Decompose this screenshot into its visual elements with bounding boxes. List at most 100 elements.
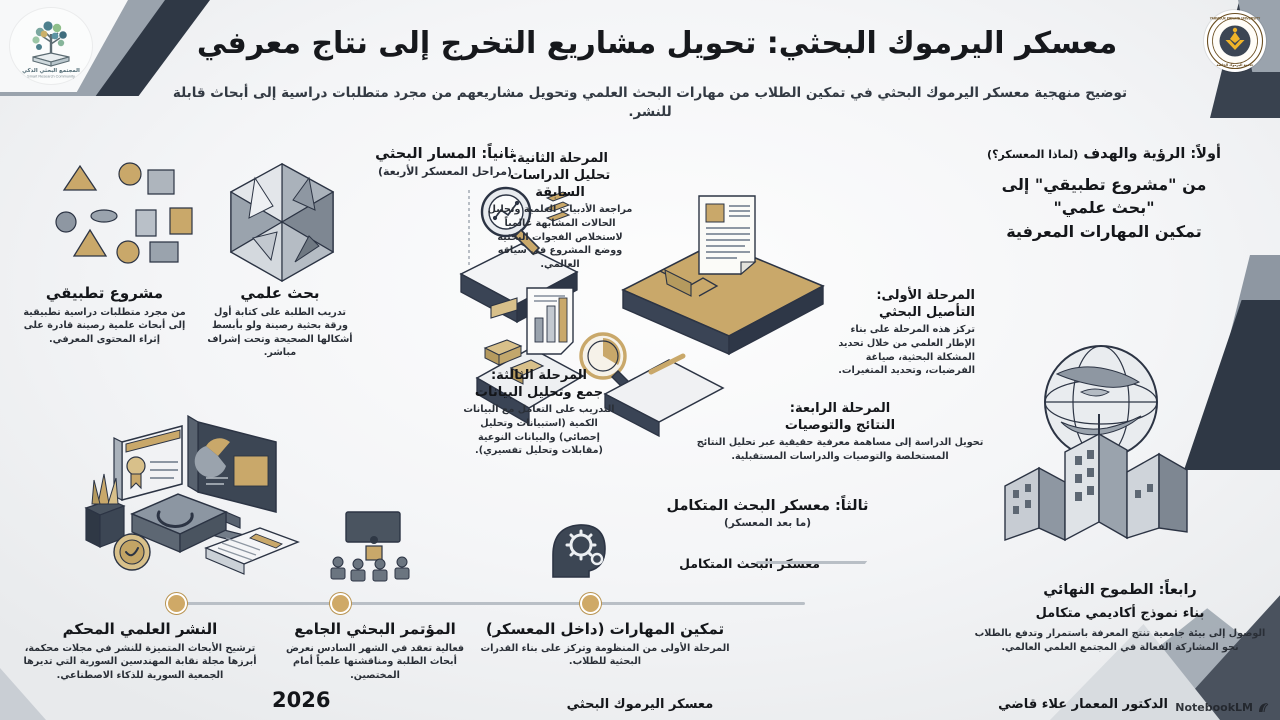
svg-text:Smart Research Community: Smart Research Community	[27, 75, 75, 79]
concept-applied-project-title: مشروع تطبيقي	[45, 284, 164, 302]
stage-1-title-line1: المرحلة الأولى:	[876, 288, 975, 303]
stage-1-block: المرحلة الأولى: التأصيل البحثي تركز هذه …	[823, 287, 975, 378]
medal-icon	[113, 533, 151, 571]
timeline-item-conference-title: المؤتمر البحثي الجامع	[294, 620, 456, 638]
section-final-ambition: رابعاً: الطموح النهائي بناء نموذج أكاديم…	[970, 582, 1270, 655]
shape-triangle	[62, 164, 98, 191]
puzzle-slab-gold	[621, 241, 825, 356]
footer-camp-name: معسكر اليرموك البحثي	[566, 697, 714, 712]
notebooklm-watermark: NotebookLM	[1175, 701, 1270, 714]
stage-4-title-line2: النتائج والتوصيات	[784, 418, 896, 434]
stage-2-block: المرحلة الثانية: تحليل الدراسات السابقة …	[485, 150, 635, 272]
page-title: معسكر اليرموك البحثي: تحويل مشاريع التخر…	[196, 26, 1118, 61]
timeline-graphic	[140, 561, 910, 615]
puzzle-notch	[664, 269, 692, 297]
shape-ellipse	[90, 209, 118, 223]
section-final-ambition-headline: بناء نموذج أكاديمي متكامل	[1035, 606, 1205, 621]
list-bars-gold	[545, 191, 571, 222]
shape-rect-gold	[169, 207, 193, 235]
notebooklm-watermark-text: NotebookLM	[1175, 701, 1253, 714]
shape-circle-gray	[55, 211, 77, 233]
shape-circle	[118, 162, 142, 186]
timeline-item-conference: المؤتمر البحثي الجامع فعالية تعقد في الش…	[280, 620, 470, 682]
section-integrated-camp: ثالثاً: معسكر البحث المتكامل (ما بعد الم…	[635, 498, 900, 529]
timeline-dot-conference[interactable]	[330, 593, 351, 614]
section-vision-kicker: أولاً: الرؤية والهدف (لماذا المعسكر؟)	[954, 146, 1254, 162]
shape-rect	[135, 209, 157, 237]
shape-square	[147, 169, 175, 195]
tree-book-icon: المجتمع البحثي الذكي Smart Research Comm…	[22, 21, 80, 79]
shape-rect-2	[149, 241, 179, 263]
section-vision: أولاً: الرؤية والهدف (لماذا المعسكر؟) من…	[954, 146, 1254, 244]
timeline-label: معسكر البحث المتكامل	[679, 556, 820, 571]
section-research-path-kicker: ثانياً: المسار البحثي	[375, 146, 515, 162]
section-vision-line1: من "مشروع تطبيقي" إلى	[1001, 175, 1207, 194]
podium-icon	[365, 545, 383, 561]
section-vision-line3: تمكين المهارات المعرفية	[1006, 222, 1202, 242]
timeline-item-skills: تمكين المهارات (داخل المعسكر) المرحلة ال…	[470, 620, 740, 669]
slab-data	[475, 347, 585, 426]
pen-cup-icon	[84, 473, 126, 548]
timeline-item-skills-body: المرحلة الأولى من المنظومة وتركز على بنا…	[480, 642, 730, 668]
header: المجتمع البحثي الذكي Smart Research Comm…	[0, 0, 1280, 124]
publication-illustration	[30, 400, 335, 585]
scientific-research-illustration	[215, 160, 350, 285]
stage-3-block: المرحلة الثالثة: جمع وتحليل البيانات الت…	[463, 367, 615, 458]
section-vision-line2: "بحث علمي"	[1053, 197, 1155, 217]
footer-year: 2026	[272, 688, 331, 712]
concept-applied-project: مشروع تطبيقي من مجرد متطلبات دراسية تطبي…	[22, 284, 187, 346]
speaker-icon	[370, 536, 378, 544]
concept-applied-project-body: من مجرد متطلبات دراسية تطبيقية إلى أبحاث…	[23, 306, 186, 345]
stage-1-body: تركز هذه المرحلة على بناء الإطار العلمي …	[838, 324, 975, 377]
stage-3-title-line1: المرحلة الثالثة:	[490, 368, 588, 383]
timeline-line	[175, 602, 805, 605]
paper-icon	[204, 527, 300, 575]
smart-research-community-logo: المجتمع البحثي الذكي Smart Research Comm…	[10, 8, 92, 84]
research-path-illustration	[455, 170, 865, 438]
stage-1-title-line2: التأصيل البحثي	[879, 305, 975, 321]
shape-circle-2	[116, 240, 140, 264]
timeline-dot-skills[interactable]	[580, 593, 601, 614]
section-integrated-camp-kicker: ثالثاً: معسكر البحث المتكامل	[666, 498, 869, 514]
stage-3-title-line2: جمع وتحليل البيانات	[474, 385, 604, 401]
note-card-gold	[490, 297, 518, 319]
stage-4-block: المرحلة الرابعة: النتائج والتوصيات تحويل…	[695, 400, 985, 464]
timeline-item-conference-body: فعالية تعقد في الشهر السادس نعرض أبحاث ا…	[285, 642, 465, 681]
pie-magnifier-icon	[579, 332, 634, 393]
yarmouk-private-university-logo: YARMOUK PRIVATE UNIVERSITY جامعة اليرموك…	[1204, 10, 1266, 72]
section-final-ambition-body: الوصول إلى بيئة جامعية تنتج المعرفة باست…	[974, 628, 1266, 653]
bar-chart-card	[526, 287, 574, 355]
section-research-path: ثانياً: المسار البحثي (مراحل المعسكر الأ…	[310, 146, 580, 178]
timeline-item-publication-title: النشر العلمي المحكم	[62, 620, 218, 638]
footer-author: الدكتور المعمار علاء قاضي	[998, 697, 1168, 712]
svg-text:YARMOUK PRIVATE UNIVERSITY: YARMOUK PRIVATE UNIVERSITY	[1210, 17, 1261, 21]
timeline-item-publication-body: ترشيح الأبحاث المتميزة للنشر في مجلات مح…	[23, 642, 257, 681]
slab-results	[603, 359, 725, 438]
stage-4-title-line1: المرحلة الرابعة:	[789, 401, 891, 416]
conference-illustration	[318, 510, 428, 585]
shape-triangle-2	[72, 228, 108, 257]
audience-icon	[330, 556, 410, 582]
svg-text:المجتمع البحثي الذكي: المجتمع البحثي الذكي	[22, 67, 80, 74]
book-icon	[130, 493, 228, 554]
final-ambition-illustration	[995, 340, 1210, 542]
certificate-icon	[113, 425, 183, 501]
gold-bar	[648, 353, 686, 375]
timeline-dot-publication[interactable]	[166, 593, 187, 614]
concept-scientific-research-body: تدريب الطلبة على كتابة أول ورقة بحثية رص…	[207, 306, 353, 359]
skills-illustration	[535, 515, 615, 585]
stage-2-title-line1: المرحلة الثانية:	[511, 151, 609, 166]
section-final-ambition-kicker: رابعاً: الطموح النهائي	[1043, 582, 1197, 598]
head-gears-icon	[552, 524, 606, 578]
stage-3-body: التدريب على التعامل مع البيانات الكمية (…	[463, 404, 615, 457]
concept-scientific-research-title: بحث علمي	[240, 284, 320, 302]
timeline-item-skills-title: تمكين المهارات (داخل المعسكر)	[485, 620, 725, 638]
city-buildings-icon	[1004, 414, 1188, 542]
boxes-icon	[483, 339, 545, 385]
applied-project-illustration	[40, 160, 220, 275]
svg-text:جامعة اليرموك الخاصة: جامعة اليرموك الخاصة	[1217, 63, 1254, 67]
stage-2-title-line2: تحليل الدراسات السابقة	[509, 168, 611, 201]
monitor-icon	[187, 414, 277, 545]
section-vision-kicker-paren: (لماذا المعسكر؟)	[987, 148, 1079, 161]
